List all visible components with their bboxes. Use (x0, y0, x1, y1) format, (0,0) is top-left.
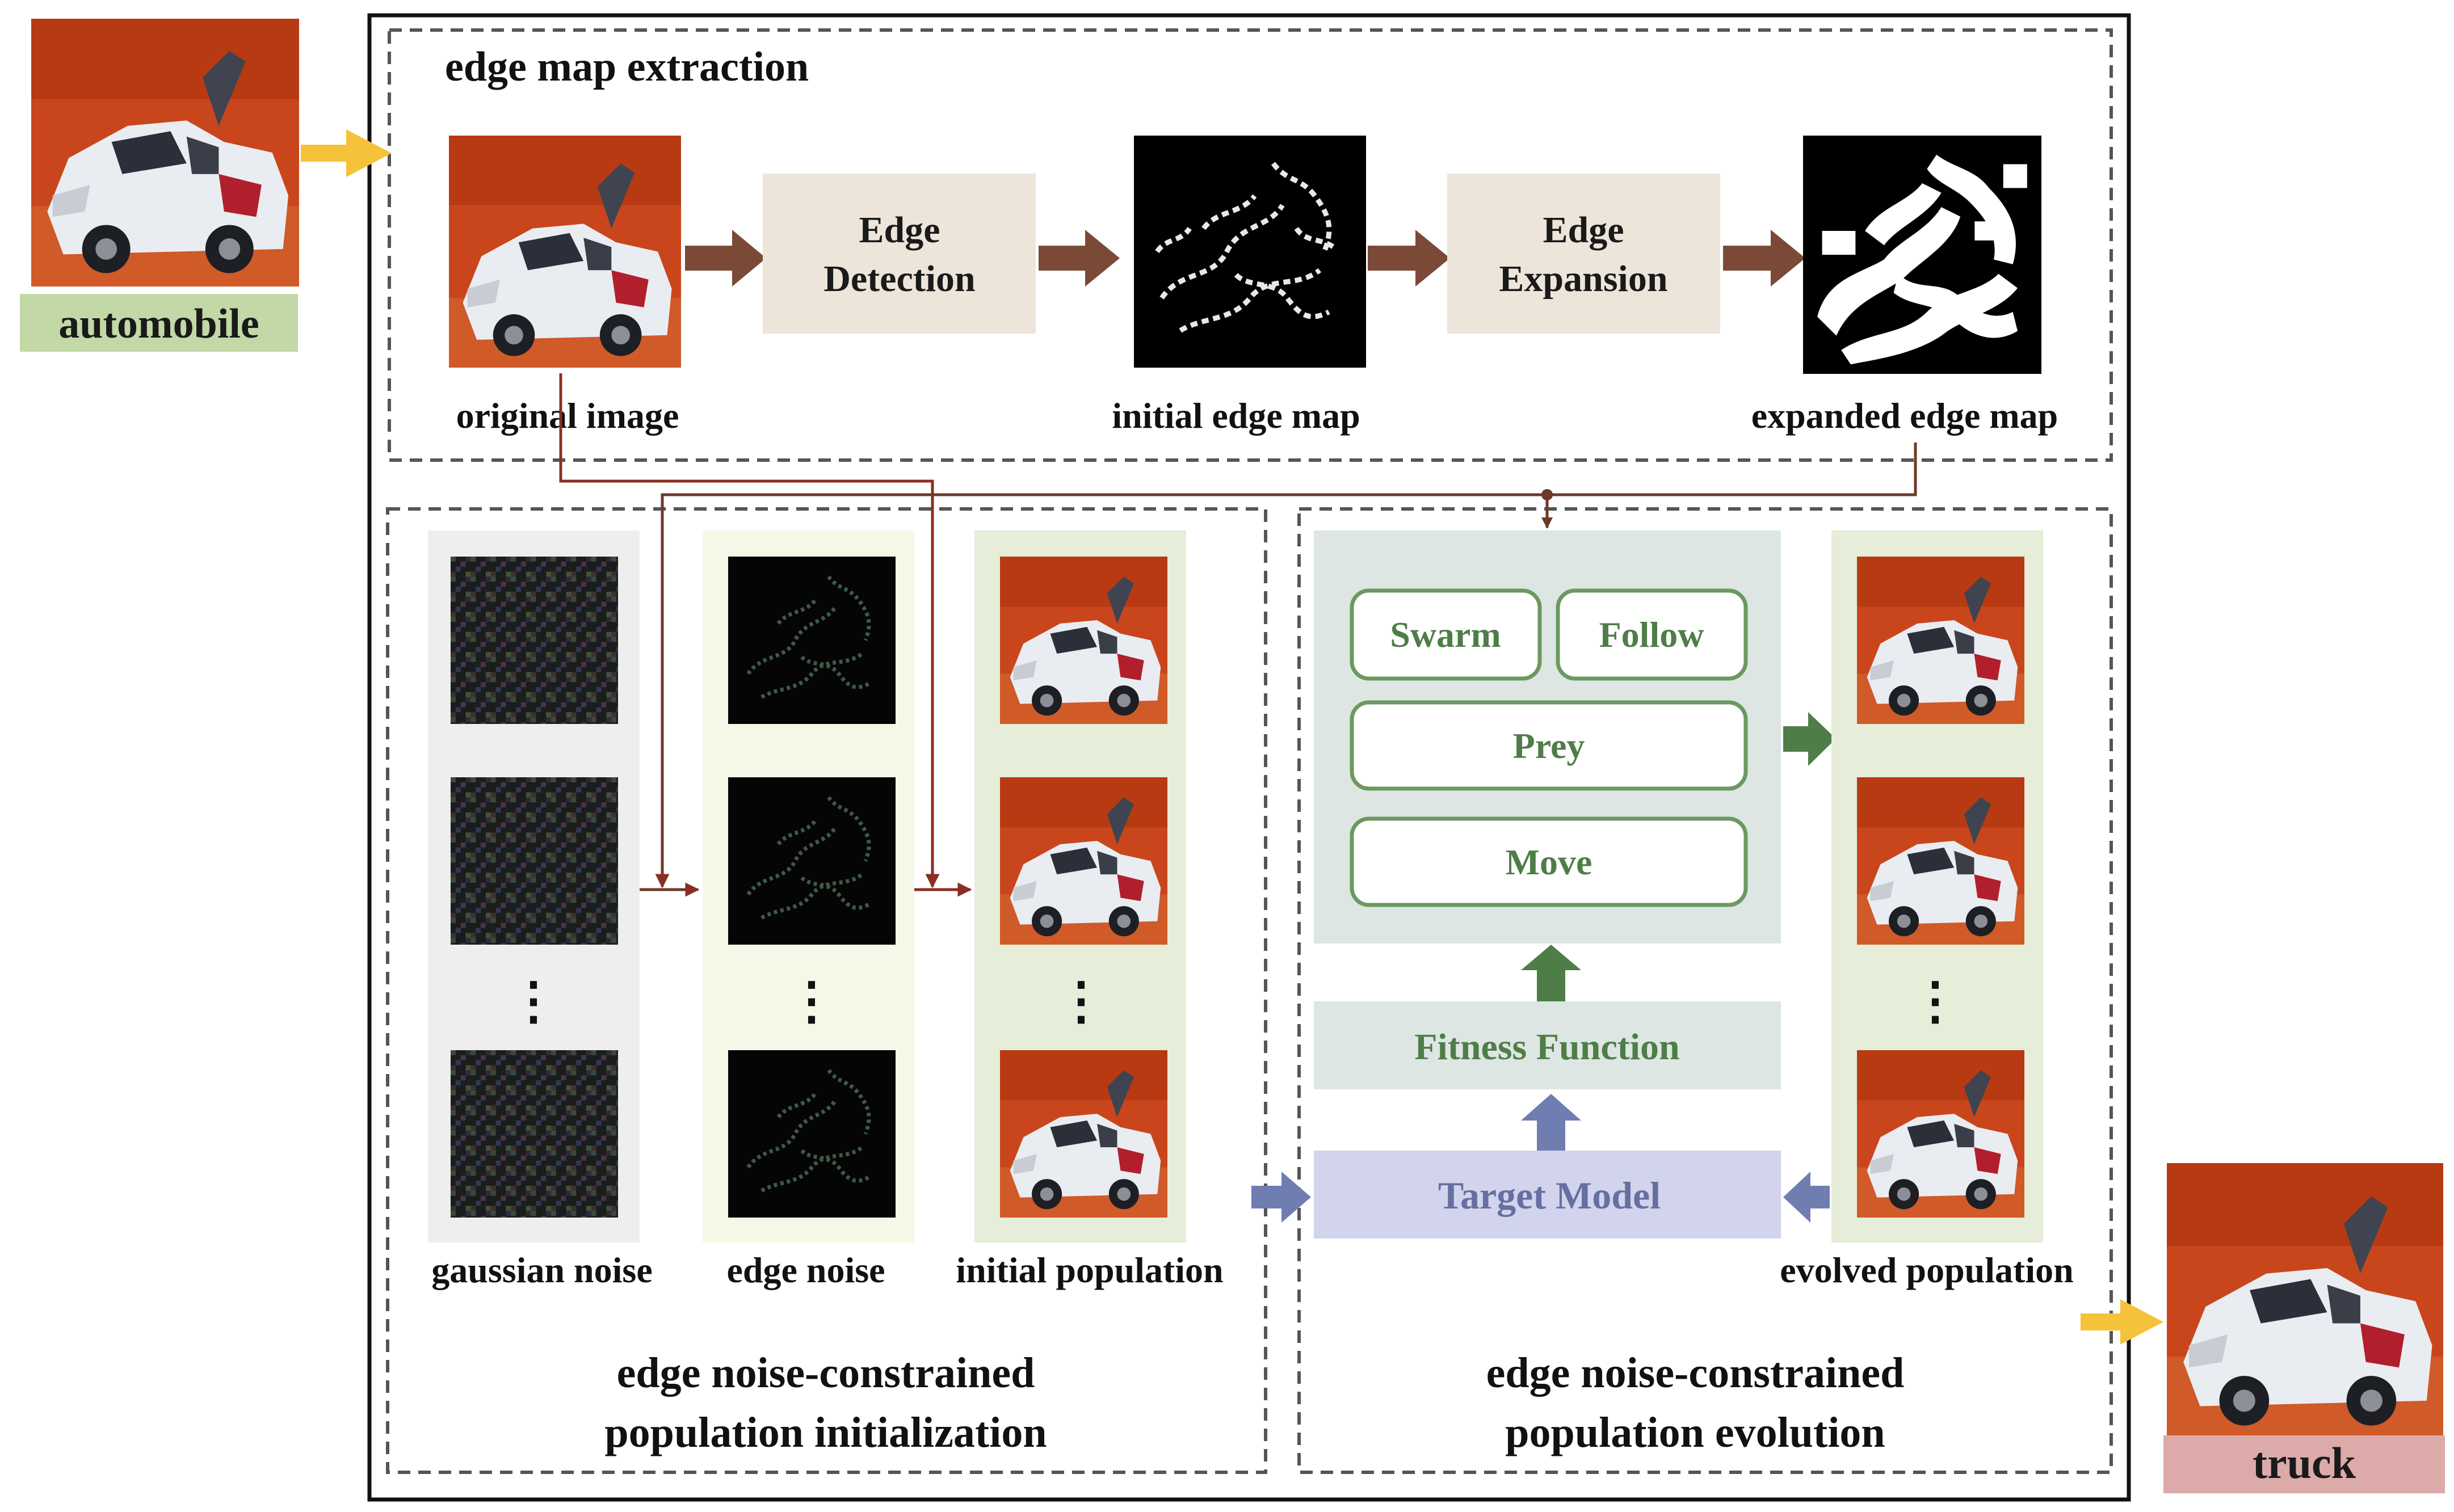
evolved-population-label: evolved population (1780, 1250, 2073, 1290)
edge-noise-image-2 (728, 777, 896, 945)
initial-population-image-2 (1000, 777, 1167, 945)
input-image (31, 19, 299, 287)
arrow-target-to-fitness (1521, 1094, 1581, 1151)
edge-noise-label: edge noise (726, 1250, 885, 1290)
initial-edge-map-label: initial edge map (1112, 395, 1360, 436)
arrow-panel-to-evolved (1783, 712, 1836, 766)
target-model-label: Target Model (1438, 1174, 1661, 1217)
initial-population-image-3 (1000, 1050, 1167, 1218)
evolved-population-image-2 (1857, 777, 2024, 945)
arrow-original-to-detection (685, 230, 766, 287)
extraction-title: edge map extraction (445, 44, 809, 90)
extraction-section (388, 28, 2113, 462)
edge-noise-image-1 (728, 557, 896, 724)
initial-edge-map-image (1134, 136, 1366, 368)
evolution-section (1297, 507, 2113, 1474)
initialization-title-line1: edge noise-constrained (617, 1349, 1035, 1397)
input-label: automobile (58, 301, 259, 347)
initialization-title-line2: population initialization (604, 1409, 1047, 1456)
expanded-to-edge-noise-line (655, 493, 1547, 888)
edge-expansion-box (1447, 174, 1720, 334)
prey-button (1350, 700, 1748, 791)
arrow-fitness-to-panel (1521, 945, 1581, 1001)
original-image (449, 136, 681, 368)
evolved-population-ellipsis: ⋮ (1910, 974, 1961, 1030)
follow-button (1556, 588, 1748, 681)
input-arrow (301, 129, 392, 177)
gaussian-noise-label: gaussian noise (431, 1250, 652, 1290)
arrow-evolved-to-target (1783, 1172, 1830, 1223)
follow-label: Follow (1599, 614, 1704, 655)
fitness-function-label: Fitness Function (1414, 1026, 1680, 1068)
edge-noise-ellipsis: ⋮ (786, 974, 837, 1030)
junction-dot (1541, 489, 1553, 500)
evolution-title-line1: edge noise-constrained (1486, 1349, 1905, 1397)
edge-detection-line1: Edge (859, 209, 940, 251)
swarm-button (1350, 588, 1542, 681)
edge-expansion-line2: Expansion (1499, 258, 1667, 300)
output-label: truck (2253, 1438, 2356, 1488)
edge-expansion-line1: Edge (1543, 209, 1624, 251)
arrow-expansion-to-expanded (1723, 230, 1805, 287)
output-arrow (2081, 1299, 2163, 1345)
prey-label: Prey (1513, 726, 1585, 766)
arrow-population-to-target (1251, 1172, 1311, 1223)
gaussian-noise-image-1 (451, 557, 618, 724)
initial-population-label: initial population (956, 1250, 1223, 1290)
evolved-population-image-1 (1857, 557, 2024, 724)
connector-lines (559, 373, 1917, 888)
original-image-label: original image (456, 395, 679, 436)
initial-population-image-1 (1000, 557, 1167, 724)
expanded-to-evolution-line (1541, 443, 1917, 529)
gaussian-ellipsis: ⋮ (508, 974, 559, 1030)
evolved-population-image-3 (1857, 1050, 2024, 1218)
move-label: Move (1506, 842, 1592, 882)
edge-detection-box (763, 174, 1036, 334)
expanded-edge-map-image (1803, 136, 2041, 374)
target-model-box (1314, 1151, 1781, 1239)
fitness-function-box (1314, 1001, 1781, 1089)
evolution-title-line2: population evolution (1505, 1409, 1885, 1456)
gaussian-noise-image-2 (451, 777, 618, 945)
expanded-edge-map-label: expanded edge map (1751, 395, 2058, 436)
arrow-edgemap-to-expansion (1368, 230, 1450, 287)
input-label-bg (20, 294, 298, 352)
main-frame (367, 13, 2131, 1502)
arrow-detection-to-edgemap (1039, 230, 1120, 287)
output-image (2167, 1163, 2443, 1439)
original-to-population-line (559, 373, 940, 888)
initialization-section (386, 507, 1267, 1474)
edge-noise-image-3 (728, 1050, 896, 1218)
move-button (1350, 816, 1748, 907)
output-label-bg (2163, 1435, 2445, 1493)
swarm-label: Swarm (1390, 614, 1501, 655)
initial-population-ellipsis: ⋮ (1056, 974, 1107, 1030)
gaussian-noise-image-3 (451, 1050, 618, 1218)
edge-detection-line2: Detection (823, 258, 976, 300)
